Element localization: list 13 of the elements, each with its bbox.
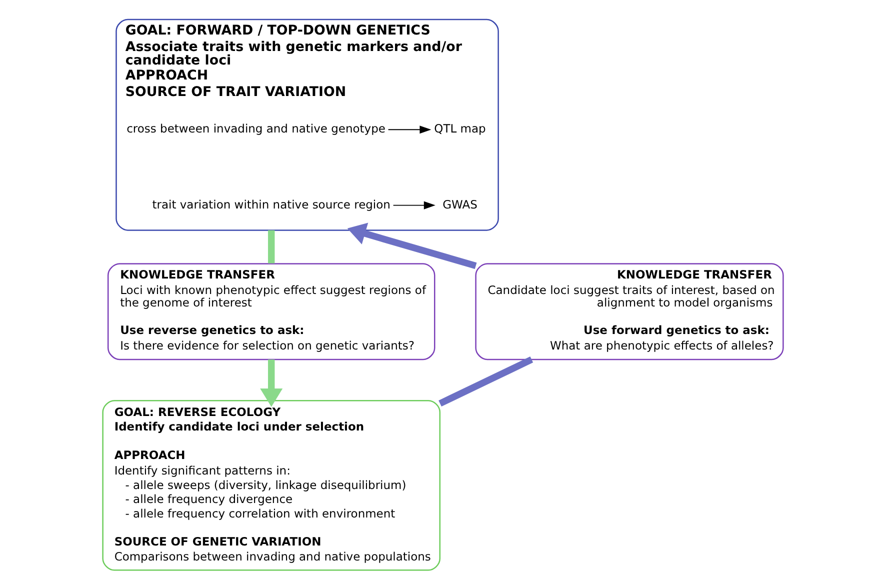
arrow bbox=[388, 126, 432, 134]
node-box: GOAL: REVERSE ECOLOGY Identify candidate loci under selection APPROACH Identify significant patterns in: - allele sweeps (diversity, linkage disequilibrium) - allele frequency divergence - allele frequency correlation with environment SOURCE OF GENETIC VARIATION Comparisons between invading and native populations bbox=[102, 400, 441, 571]
arrow bbox=[260, 360, 283, 407]
node-box: KNOWLEDGE TRANSFER Candidate loci suggest traits of interest, based on alignment to model organisms Use forward genetics to ask: What are phenotypic effects of alleles? bbox=[475, 263, 784, 360]
arrow bbox=[347, 222, 477, 270]
node-text: QTL map bbox=[434, 122, 486, 136]
arrow bbox=[392, 201, 436, 210]
connector bbox=[438, 356, 534, 406]
node-text: GWAS bbox=[442, 197, 478, 212]
node-text: trait variation within native source region bbox=[152, 197, 390, 212]
node-box: KNOWLEDGE TRANSFER Loci with known phenotypic effect suggest regions of the genome of interest Use reverse genetics to ask: Is there evidence for selection on genetic variants? bbox=[107, 263, 436, 360]
node-text: cross between invading and native genotype bbox=[126, 122, 386, 136]
connector bbox=[268, 230, 275, 264]
